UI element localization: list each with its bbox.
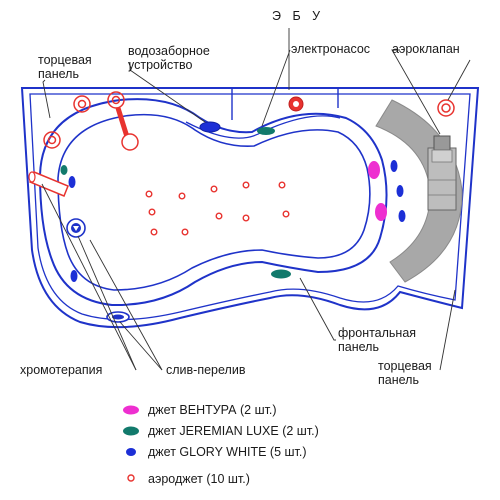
water-intake-icon: [199, 121, 221, 133]
jet-glory: [398, 210, 406, 222]
legend-luxe-label: джет JEREMIAN LUXE (2 шт.): [148, 424, 319, 438]
aerojets: [145, 181, 290, 236]
jet-glory: [396, 185, 404, 197]
shower-handle-icon: [28, 171, 69, 197]
drain-overflow-label: слив-перелив: [166, 363, 246, 377]
legend-glory-label: джет GLORY WHITE (5 шт.): [148, 445, 307, 459]
water-intake-label-2: устройство: [128, 58, 192, 72]
jet-luxe: [257, 127, 275, 135]
jet-glory: [68, 176, 76, 188]
jet-luxe-small: [60, 165, 68, 175]
leader-lines: [41, 28, 471, 371]
legend: джет ВЕНТУРА (2 шт.) джет JEREMIAN LUXE …: [123, 403, 319, 486]
front-panel-label-2: панель: [338, 340, 379, 354]
bath-bowl-inner: [57, 113, 371, 291]
jet-glory: [390, 160, 398, 172]
legend-venturi-marker: [123, 405, 139, 415]
jet-venturi: [375, 203, 387, 221]
chromotherapy-label: хромотерапия: [20, 363, 102, 377]
chromotherapy-lamp-icon: [66, 218, 86, 238]
tub-inner-rim: [29, 93, 471, 321]
legend-glory-marker: [126, 448, 136, 456]
end-panel-left-label-2: панель: [38, 67, 79, 81]
ebu-unit-icon: [288, 96, 304, 112]
front-panel-label-1: фронтальная: [338, 326, 416, 340]
jet-glory: [70, 270, 78, 282]
water-intake-label-1: водозаборное: [128, 44, 210, 58]
end-panel-left-label-1: торцевая: [38, 53, 92, 67]
jet-luxe: [271, 269, 291, 279]
end-panel-right-label-1: торцевая: [378, 359, 432, 373]
ebu-label: Э Б У: [272, 9, 324, 23]
electro-pump-icon: [427, 135, 457, 211]
jet-venturi: [368, 161, 380, 179]
legend-aero-marker: [127, 474, 135, 482]
drain-center-icon: [112, 314, 124, 320]
tub-outer-rim: [20, 87, 480, 329]
legend-aero-label: аэроджет (10 шт.): [148, 472, 250, 486]
end-panel-right-label-2: панель: [378, 373, 419, 387]
tap-fixture-icon: [43, 91, 139, 151]
legend-venturi-label: джет ВЕНТУРА (2 шт.): [148, 403, 277, 417]
aero-valve-icon: [437, 99, 455, 117]
electro-pump-label: электронасос: [291, 42, 370, 56]
legend-luxe-marker: [123, 426, 139, 436]
aero-valve-label: аэроклапан: [392, 42, 460, 56]
